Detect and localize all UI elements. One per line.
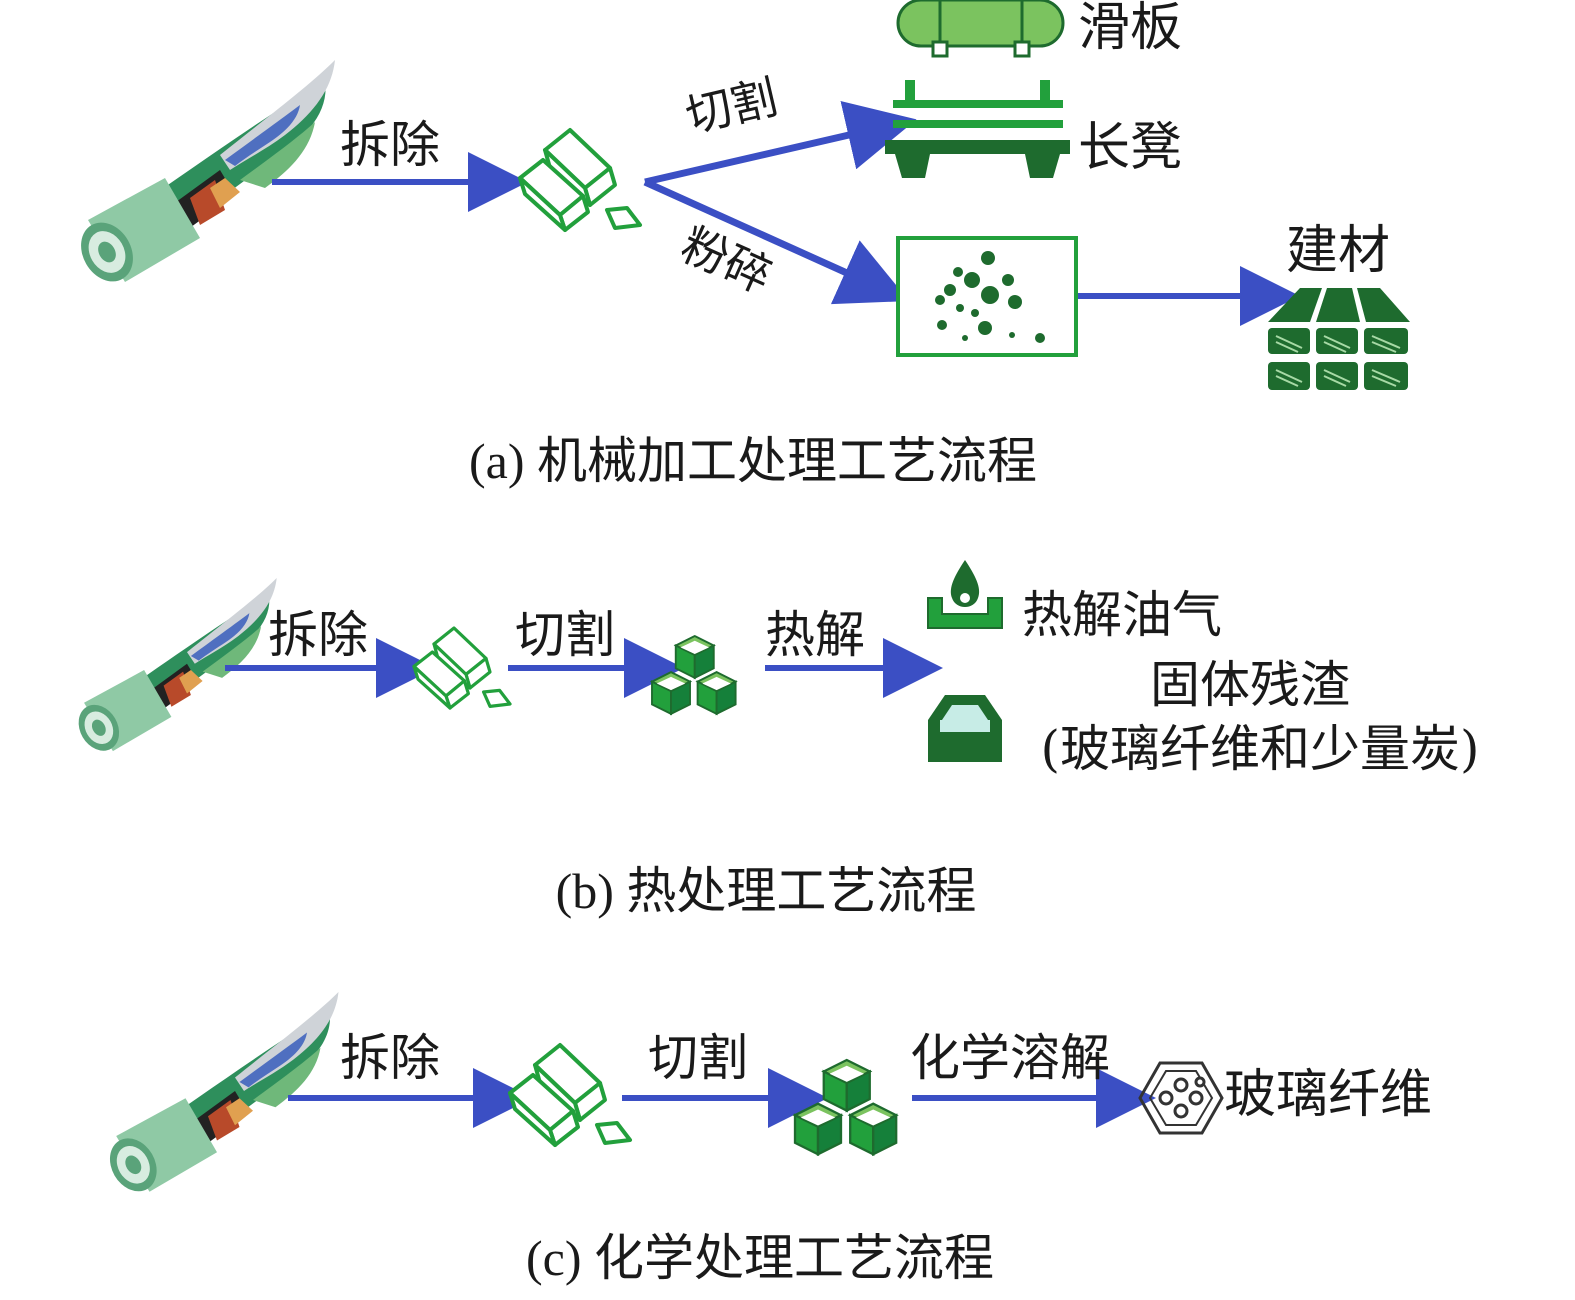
step-dismantle-label: 拆除 [340,116,440,174]
solid-residue-tray-icon [928,695,1002,762]
solid-residue-detail-label: (玻璃纤维和少量炭) [1040,720,1479,778]
stacked-bars-icon [412,626,512,710]
oil-gas-label: 热解油气 [1022,586,1222,644]
step-dissolve-label: 化学溶解 [910,1029,1110,1087]
arrow-cut [644,101,917,186]
caption-a: (a) 机械加工处理工艺流程 [469,433,1037,489]
step-cut-label: 切割 [515,606,615,664]
building-tiles-icon [1268,288,1410,390]
step-pyrolysis-label: 热解 [765,606,865,664]
bench-label: 长凳 [1078,118,1182,178]
step-cut-label: 切割 [681,70,783,143]
step-cut-label: 切割 [648,1029,748,1087]
wind-turbine-blade-icon [70,60,335,291]
cubes-icon [795,1060,896,1154]
skateboard-label: 滑板 [1078,0,1182,58]
stacked-bars-icon [518,128,642,232]
caption-b: (b) 热处理工艺流程 [556,863,977,919]
bench-icon [885,80,1070,178]
cubes-icon [652,636,736,714]
building-material-label: 建材 [1286,221,1390,281]
glass-fiber-hexagon-icon [1138,1061,1224,1135]
solid-residue-label: 固体残渣 [1150,656,1350,714]
skateboard-icon [896,0,1065,58]
glass-fiber-label: 玻璃纤维 [1224,1065,1432,1125]
step-dismantle-label: 拆除 [340,1029,440,1087]
caption-c: (c) 化学处理工艺流程 [526,1230,994,1286]
powder-box-icon [896,236,1078,357]
step-crush-label: 粉碎 [674,217,780,304]
step-dismantle-label: 拆除 [268,606,368,664]
stacked-bars-icon [508,1043,632,1147]
arrow-crush [643,178,910,305]
oil-gas-icon [927,560,1003,629]
